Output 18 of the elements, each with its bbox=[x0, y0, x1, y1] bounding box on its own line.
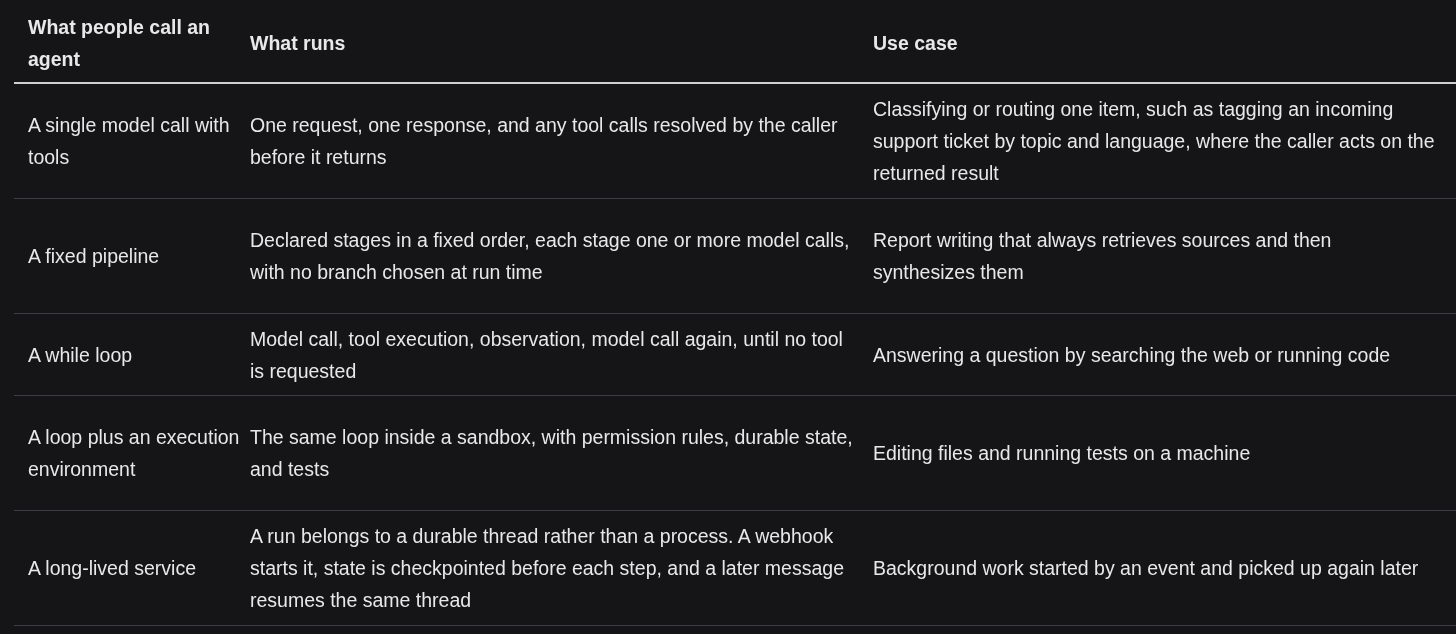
description-text: Model call, tool execution, observation, model call again, until no tool is requested bbox=[250, 326, 844, 384]
description-text: The same loop inside a sandbox, with permission rules, durable state, and tests bbox=[250, 425, 853, 482]
row-label: A loop plus an execution environment bbox=[28, 425, 241, 482]
description-text: Report writing that always retrieves sources and then synthesizes them bbox=[873, 228, 1333, 285]
column-header: Use case bbox=[873, 31, 958, 56]
row-label: A while loop bbox=[28, 342, 133, 368]
description-text: One request, one response, and any tool calls resolved by the caller before it returns bbox=[250, 113, 839, 170]
description-text: Declared stages in a fixed order, each stage one or more model calls, with no branch chosen at run time bbox=[250, 228, 851, 285]
row-label: A long-lived service bbox=[28, 556, 196, 581]
row-label: A single model call with tools bbox=[28, 113, 231, 170]
description-text: Answering a question by searching the web or running code bbox=[873, 342, 1391, 368]
column-header: What people call an agent bbox=[28, 15, 212, 72]
description-text: Background work started by an event and picked up again later bbox=[873, 556, 1419, 581]
description-text: Classifying or routing one item, such as tagging an incoming support ticket by topic and language, where the caller acts on the returned result bbox=[873, 97, 1436, 186]
row-label: A fixed pipeline bbox=[28, 244, 160, 269]
description-text: A run belongs to a durable thread rather than a process. A webhook starts it, state is checkpointed before each step, and a later message resumes the same thread bbox=[250, 524, 845, 613]
description-text: Editing files and running tests on a machine bbox=[873, 441, 1251, 466]
column-header: What runs bbox=[250, 31, 346, 56]
